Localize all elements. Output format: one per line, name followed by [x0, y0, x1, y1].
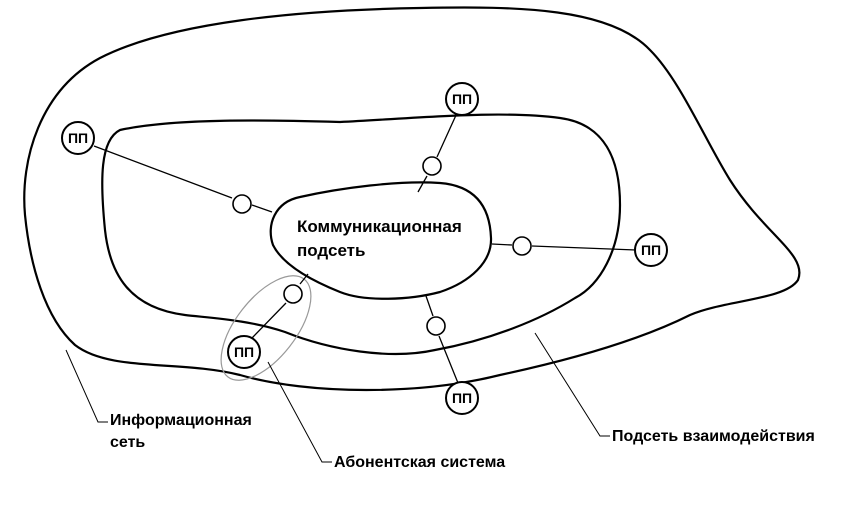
pp-bottom: ПП	[445, 381, 479, 415]
link-subscriber	[251, 302, 287, 339]
link-left	[93, 145, 233, 199]
pp-top: ПП	[445, 82, 479, 116]
subscriber-system-label: Абонентская система	[334, 454, 505, 471]
core-label-line2: подсеть	[297, 241, 365, 260]
link-right-inner	[491, 243, 513, 246]
subscriber-system-oval	[220, 275, 312, 381]
pp-left: ПП	[61, 121, 95, 155]
node-subscriber	[283, 284, 303, 304]
leader-subscriber-system	[267, 361, 332, 463]
connection-lines	[93, 112, 637, 384]
link-bottom	[438, 335, 459, 384]
leader-lines	[65, 332, 610, 463]
pp-bottom-label: ПП	[452, 390, 472, 406]
information-network-boundary	[23, 6, 801, 392]
leader-interaction-subnet	[534, 332, 610, 437]
connection-nodes	[232, 156, 532, 336]
link-bottom-inner	[425, 295, 434, 317]
node-left	[232, 194, 252, 214]
link-top	[436, 112, 458, 158]
pp-right-label: ПП	[641, 242, 661, 258]
node-top	[422, 156, 442, 176]
pp-subscriber: ПП	[227, 335, 261, 369]
node-right	[512, 236, 532, 256]
link-right	[531, 245, 637, 251]
pp-top-label: ПП	[452, 91, 472, 107]
link-left-inner	[251, 204, 273, 213]
link-subscriber-inner	[299, 273, 309, 285]
node-bottom	[426, 316, 446, 336]
information-network-label-line1: Информационная	[110, 412, 252, 429]
pp-right: ПП	[634, 233, 668, 267]
pp-subscriber-label: ПП	[234, 344, 254, 360]
core-label-line1: Коммуникационная	[297, 217, 462, 236]
interaction-subnet-label: Подсеть взаимодействия	[612, 428, 815, 445]
communication-subnet-boundary	[269, 181, 493, 300]
interaction-subnet-boundary	[101, 113, 622, 355]
information-network-label-line2: сеть	[110, 434, 145, 451]
pp-left-label: ПП	[68, 130, 88, 146]
link-top-inner	[417, 175, 428, 193]
leader-information-network	[65, 349, 108, 423]
